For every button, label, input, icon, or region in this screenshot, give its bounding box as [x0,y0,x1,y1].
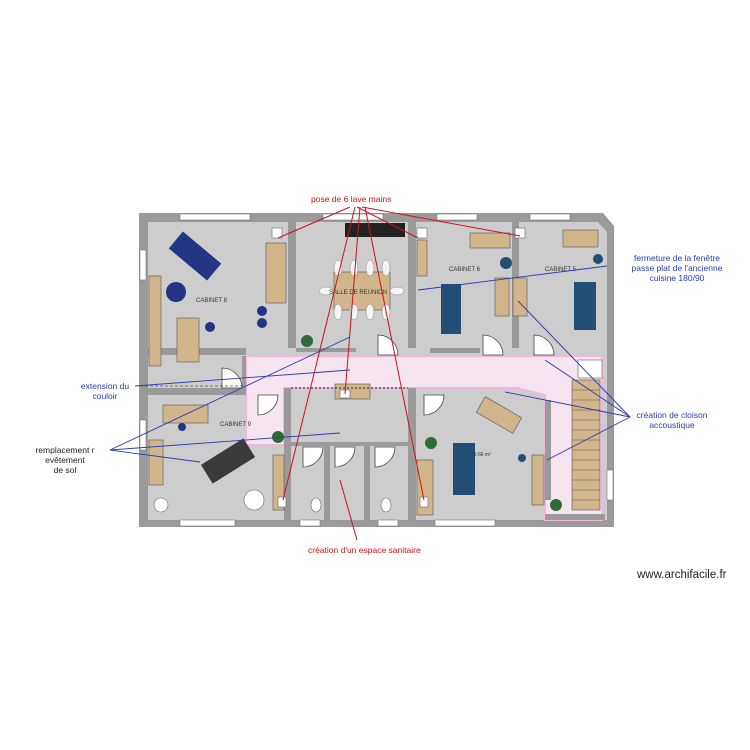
room-label-cabinet6: CABINET 6 [449,267,481,273]
furniture [148,229,599,516]
blue-furniture [166,231,603,495]
watermark: www.archifacile.fr [637,569,727,581]
annotation-extension-line1: extension du [80,381,130,391]
annotation-sanitaire: création d'un espace sanitaire [308,545,421,555]
corridor [245,355,603,521]
room-label-reunion: SALLE DE REUNION [329,290,387,296]
annotation-cloison: création de cloison accoustique [627,410,717,430]
room-label-cabinet9: CABINET 9 [220,422,252,428]
annotation-fermeture-line1: fermeture de la fenêtre [634,253,720,263]
annotation-extension-line2: couloir [92,391,118,401]
room-label-cabinet5: CABINET 5 [545,267,577,273]
lave-mains-leaders [277,206,521,501]
annotation-remplacement: remplacement r evêtement de sol [25,445,105,475]
room-label-cabinet8: CABINET 8 [196,298,228,304]
annotation-lave-mains: pose de 6 lave mains [311,194,392,204]
annotation-fermeture: fermeture de la fenêtre passe plat de l'… [622,253,732,283]
sanitary-fixtures [153,227,526,513]
plants [272,335,562,511]
meeting-chairs [318,259,405,321]
annotation-cloison-line1: création de cloison [636,410,708,420]
annotation-fermeture-line2: passe plat de l'ancienne [631,263,723,273]
annotation-extension: extension du couloir [70,381,140,401]
sanitaire-leader [339,479,358,541]
annotation-remplacement-line1: remplacement r [35,445,95,455]
annotation-fermeture-line3: cuisine 180/90 [649,273,705,283]
annotation-cloison-line2: accoustique [649,420,695,430]
blue-leaders [109,265,631,463]
treatment-tables [200,223,405,484]
staircase [571,359,603,511]
annotation-remplacement-line3: de sol [53,465,77,475]
annotation-remplacement-line2: evêtement [45,455,85,465]
room-area-label: 19,66 m² [471,452,491,458]
